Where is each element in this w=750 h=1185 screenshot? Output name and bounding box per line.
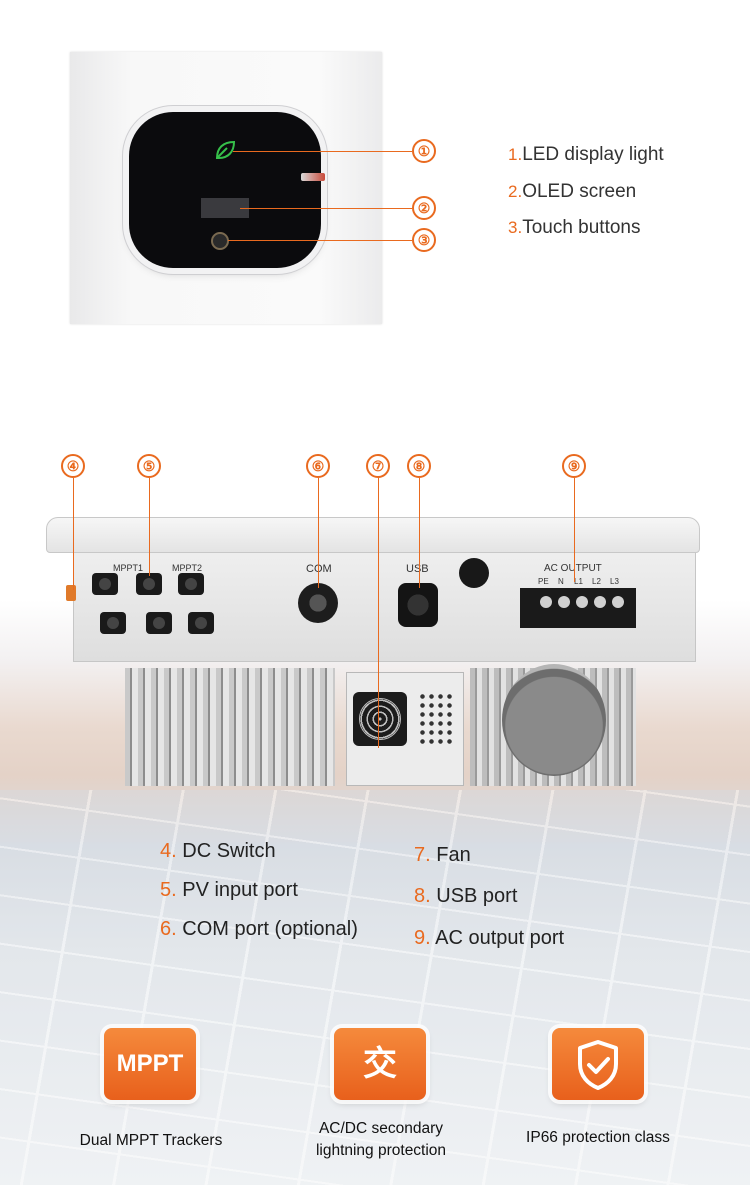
callout-number-9: ⑨ xyxy=(562,454,586,478)
callout-leader-7 xyxy=(378,478,379,748)
breather-valve xyxy=(459,558,489,588)
terminal-screw xyxy=(612,596,624,608)
legend-label: PV input port xyxy=(182,879,298,901)
ac-terminal-label: L3 xyxy=(610,577,619,586)
left-heatsink xyxy=(125,668,335,786)
pv-connector xyxy=(100,612,126,634)
badge-caption: IP66 protection class xyxy=(526,1129,670,1146)
terminal-screw xyxy=(594,596,606,608)
callout-number-2: ② xyxy=(412,196,436,220)
badge-caption: Dual MPPT Trackers xyxy=(79,1132,223,1149)
ac-terminal-block xyxy=(520,588,636,628)
ac-terminal-label: N xyxy=(558,577,564,586)
round-housing xyxy=(502,664,606,776)
legend-item: 1.LED display light xyxy=(508,144,664,165)
pv-connector xyxy=(92,573,118,595)
pv-connector xyxy=(146,612,172,634)
legend-label: OLED screen xyxy=(522,180,637,202)
callout-number-4: ④ xyxy=(61,454,85,478)
fan-icon xyxy=(353,692,407,746)
pv-connector xyxy=(188,612,214,634)
callout-number-8: ⑧ xyxy=(407,454,431,478)
inverter-lid xyxy=(46,517,700,553)
shield-check-icon xyxy=(552,1028,644,1100)
legend-label: DC Switch xyxy=(182,840,276,862)
legend-item: 5. PV input port xyxy=(160,879,298,901)
callout-line-2 xyxy=(240,208,412,209)
terminal-screw xyxy=(576,596,588,608)
display-legend: 1.LED display light 2.OLED screen 3.Touc… xyxy=(508,144,664,254)
callout-number-1: ① xyxy=(412,139,436,163)
legend-item: 6. COM port (optional) xyxy=(160,918,358,940)
legend-label: COM port (optional) xyxy=(182,918,358,940)
legend-item: 8. USB port xyxy=(414,885,518,907)
badge-caption: AC/DC secondary lightning protection xyxy=(315,1120,447,1159)
ac-terminal-label: PE xyxy=(538,577,549,586)
solar-panel-background xyxy=(0,790,750,1185)
ac-dc-badge-icon: 交 xyxy=(334,1028,426,1100)
legend-label: Touch buttons xyxy=(522,217,641,238)
legend-label: LED display light xyxy=(522,144,664,165)
callout-leader-8 xyxy=(419,478,420,588)
callout-leader-9 xyxy=(574,478,575,582)
vent-holes xyxy=(418,692,454,748)
callout-leader-5 xyxy=(149,478,150,576)
mppt2-label: MPPT2 xyxy=(172,563,203,573)
legend-item: 9. AC output port xyxy=(414,927,565,949)
callout-number-5: ⑤ xyxy=(137,454,161,478)
leaf-icon xyxy=(215,140,236,159)
usb-label: USB xyxy=(406,563,429,575)
red-indicator xyxy=(301,173,325,181)
callout-line-1 xyxy=(233,151,412,152)
com-port xyxy=(298,583,338,623)
usb-port xyxy=(398,583,438,627)
callout-number-3: ③ xyxy=(412,228,436,252)
ac-output-label: AC OUTPUT xyxy=(544,563,602,574)
dc-switch xyxy=(66,585,76,601)
legend-label: USB port xyxy=(436,885,518,907)
legend-item: 3.Touch buttons xyxy=(508,217,641,238)
mppt-badge-icon: MPPT xyxy=(104,1028,196,1100)
pv-connector xyxy=(178,573,204,595)
terminal-screw xyxy=(540,596,552,608)
ac-terminal-label: L2 xyxy=(592,577,601,586)
oled-screen xyxy=(201,198,249,218)
ac-terminal-label: L1 xyxy=(574,577,583,586)
callout-number-7: ⑦ xyxy=(366,454,390,478)
touch-button xyxy=(211,232,229,250)
pv-connector xyxy=(136,573,162,595)
legend-label: Fan xyxy=(436,844,471,866)
mppt1-label: MPPT1 xyxy=(113,563,144,573)
legend-item: 7. Fan xyxy=(414,844,471,866)
callout-leader-4 xyxy=(73,478,74,590)
legend-label: AC output port xyxy=(435,927,565,949)
legend-item: 4. DC Switch xyxy=(160,840,276,862)
terminal-screw xyxy=(558,596,570,608)
callout-line-3 xyxy=(228,240,412,241)
callout-leader-6 xyxy=(318,478,319,588)
legend-item: 2.OLED screen xyxy=(508,180,637,202)
callout-number-6: ⑥ xyxy=(306,454,330,478)
